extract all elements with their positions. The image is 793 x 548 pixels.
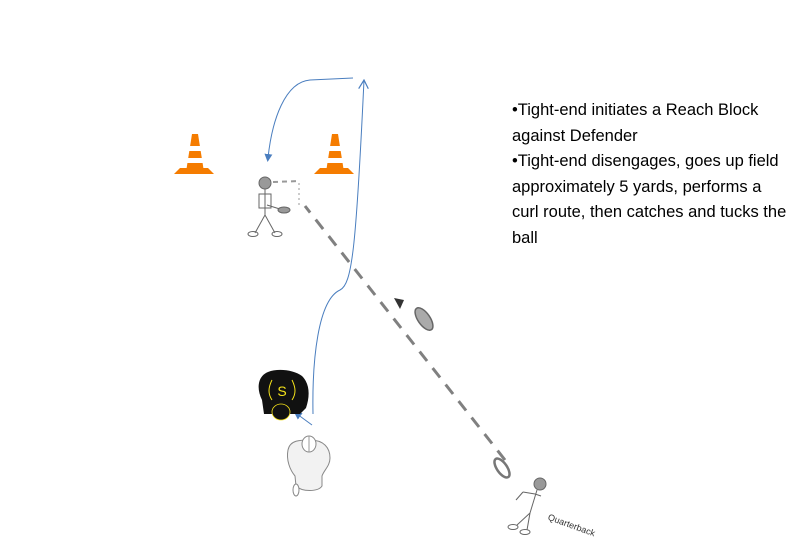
pass-path <box>303 205 507 461</box>
note-item: •Tight-end disengages, goes up field app… <box>512 152 787 247</box>
reach-block-arrow <box>293 411 313 426</box>
defender-letter: S <box>277 383 286 399</box>
route-up-field <box>312 80 364 415</box>
defender-icon: S <box>258 369 309 421</box>
route-curl <box>264 77 354 162</box>
football-midair <box>414 307 434 331</box>
tight-end-figure <box>247 176 301 237</box>
play-notes: •Tight-end initiates a Reach Block again… <box>512 98 792 252</box>
pass-arrowhead <box>394 298 404 309</box>
note-item: •Tight-end initiates a Reach Block again… <box>512 101 759 145</box>
football-release <box>493 457 511 479</box>
cone-icon-left <box>174 134 214 174</box>
cone-icon-right <box>314 134 354 174</box>
quarterback-figure <box>507 477 547 535</box>
tight-end-player-icon <box>287 435 331 497</box>
